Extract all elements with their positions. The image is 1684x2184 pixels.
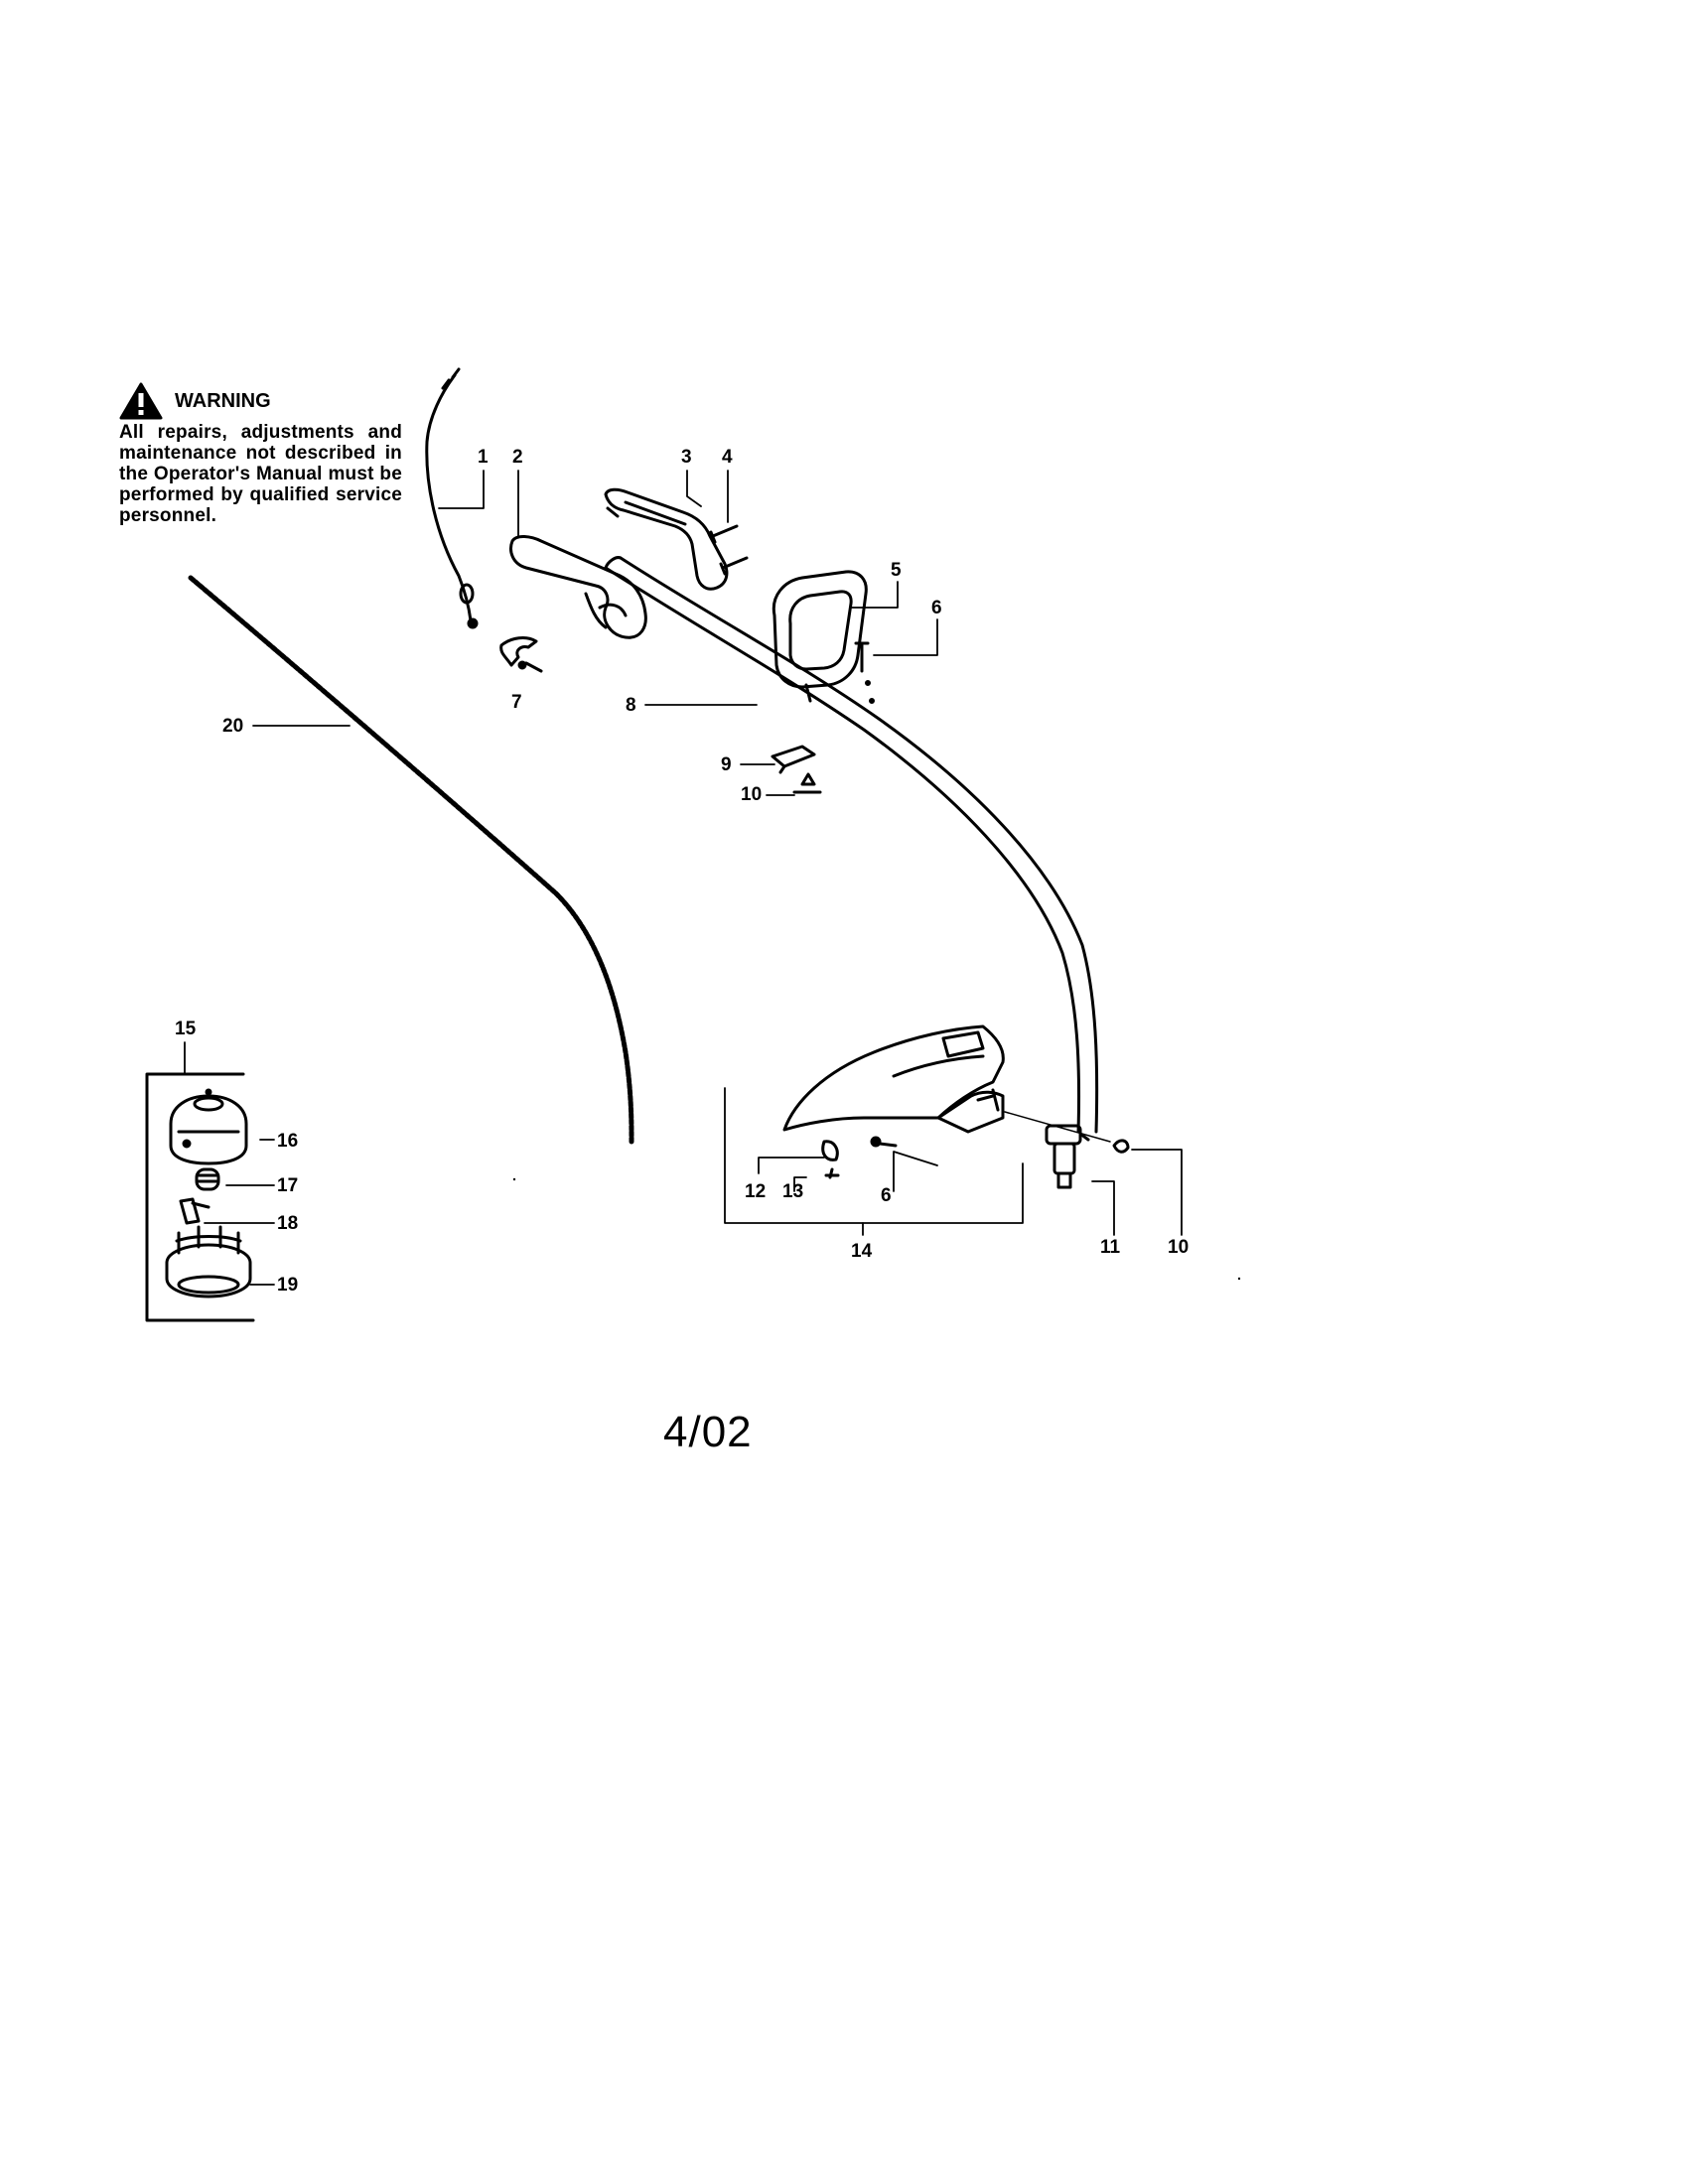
label-19: 19 xyxy=(277,1275,298,1296)
label-16: 16 xyxy=(277,1131,298,1152)
handle-bracket-part xyxy=(604,487,729,591)
screw-part xyxy=(854,641,875,704)
label-3: 3 xyxy=(681,447,692,468)
label-5: 5 xyxy=(891,560,902,581)
warning-text: All repairs, adjustments and maintenance… xyxy=(119,422,402,526)
flex-shaft-part xyxy=(188,575,634,1145)
label-4: 4 xyxy=(722,447,733,468)
part-labels: 1 2 3 4 5 6 7 8 9 10 20 15 16 17 18 19 1… xyxy=(175,447,1189,1296)
clamp-part xyxy=(771,745,816,774)
label-15: 15 xyxy=(175,1019,197,1039)
label-7: 7 xyxy=(511,692,522,713)
fastener-part xyxy=(821,1136,898,1179)
wing-nut-part xyxy=(792,772,822,794)
coupling-part xyxy=(1045,1124,1090,1189)
warning-title: WARNING xyxy=(175,389,271,412)
label-20: 20 xyxy=(222,716,243,737)
warning-triangle-icon xyxy=(119,382,163,420)
label-17: 17 xyxy=(277,1175,298,1196)
leader-lines xyxy=(184,470,1183,1286)
spool-clip-part xyxy=(179,1197,210,1225)
warning-header: WARNING xyxy=(119,382,407,420)
label-6b: 6 xyxy=(881,1185,892,1206)
label-9: 9 xyxy=(721,754,732,775)
handle-part xyxy=(509,535,647,639)
label-10: 10 xyxy=(741,784,762,805)
date-code: 4/02 xyxy=(663,1408,753,1456)
label-18: 18 xyxy=(277,1213,298,1234)
label-12: 12 xyxy=(745,1181,766,1202)
deflector-shield-part xyxy=(782,1024,1005,1134)
label-10b: 10 xyxy=(1168,1237,1189,1258)
throttle-cable-part xyxy=(425,367,479,629)
trimmer-head-bracket xyxy=(145,1072,255,1322)
spring-part xyxy=(195,1167,220,1191)
spool-part xyxy=(165,1225,252,1298)
label-6: 6 xyxy=(931,598,942,618)
label-2: 2 xyxy=(512,447,523,468)
screw-part xyxy=(709,524,749,576)
wing-nut-part xyxy=(1004,1111,1130,1154)
trigger-part xyxy=(499,636,543,673)
shaft-tube-part xyxy=(604,556,1099,1134)
label-1: 1 xyxy=(478,447,489,468)
spool-cover-part xyxy=(169,1088,248,1165)
warning-notice: WARNING All repairs, adjustments and mai… xyxy=(119,382,407,526)
label-8: 8 xyxy=(626,695,636,716)
label-14: 14 xyxy=(851,1241,873,1262)
label-13: 13 xyxy=(782,1181,803,1202)
label-11: 11 xyxy=(1100,1237,1121,1258)
